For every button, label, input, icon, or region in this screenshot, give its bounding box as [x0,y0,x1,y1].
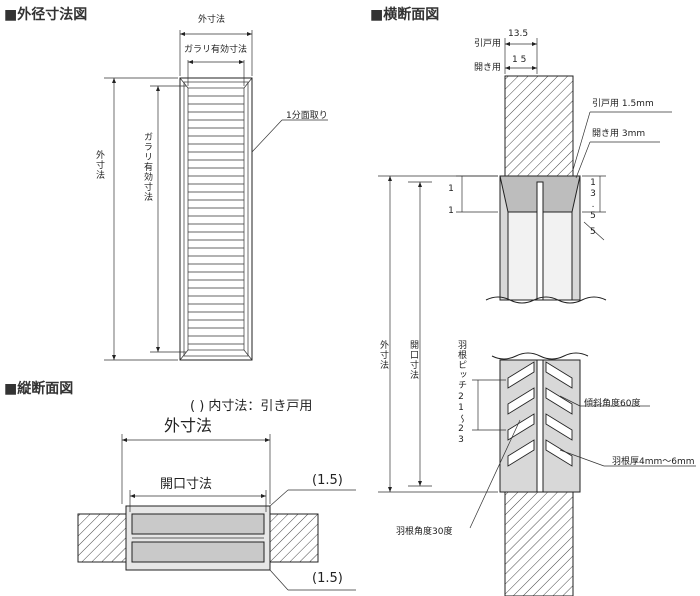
label-vs-bottom-gap: (1.5) [312,571,343,586]
label-sliding-door: 引戸用 [474,39,502,49]
label-tilt-angle: 傾斜角度60度 [584,399,641,409]
label-cs-outer-dim: 外寸法 [378,340,388,370]
label-inner-dim-note: ( ) 内寸法：引き戸用 [190,399,313,414]
label-sliding-clearance: 引戸用 1.5mm [592,99,654,109]
label-pitch-range: 21〜23 [456,392,466,446]
label-chamfer: 1分面取り [286,111,328,121]
label-blade-thickness: 羽根厚4mm〜6mm [612,457,695,467]
label-vs-outer-dim: 外寸法 [164,416,213,435]
heading-cross-section: ■横断面図 [370,7,440,23]
cross-section-drawing [378,38,696,596]
label-hinged-dim: 1 5 [512,55,527,65]
vertical-section-drawing [77,434,356,591]
label-vs-top-gap: (1.5) [312,473,343,488]
heading-outer-dimension: ■外径寸法図 [4,7,88,23]
label-cs-opening-dim: 開口寸法 [408,340,418,380]
heading-vertical-section: ■縦断面図 [4,381,74,397]
label-effective-dim-top: ガラリ有効寸法 [184,45,248,55]
label-outer-dim-top: 外寸法 [198,15,226,25]
label-hinged-clearance: 開き用 3mm [592,129,646,139]
label-outer-dim-vertical: 外寸法 [94,150,104,180]
label-blade-pitch: 羽根ピッチ [456,340,466,390]
label-effective-dim-vertical: ガラリ有効寸法 [142,132,152,202]
label-sliding-dim: 13.5 [508,29,529,39]
label-dim-135: 13.5 [588,178,598,222]
label-dim-11: 1 1 [446,184,456,217]
label-hinged-door: 開き用 [474,63,502,73]
label-dim-small: 5 [590,227,596,237]
label-blade-angle: 羽根角度30度 [396,527,453,537]
louver-front-view [104,30,328,361]
label-vs-opening-dim: 開口寸法 [160,477,213,492]
